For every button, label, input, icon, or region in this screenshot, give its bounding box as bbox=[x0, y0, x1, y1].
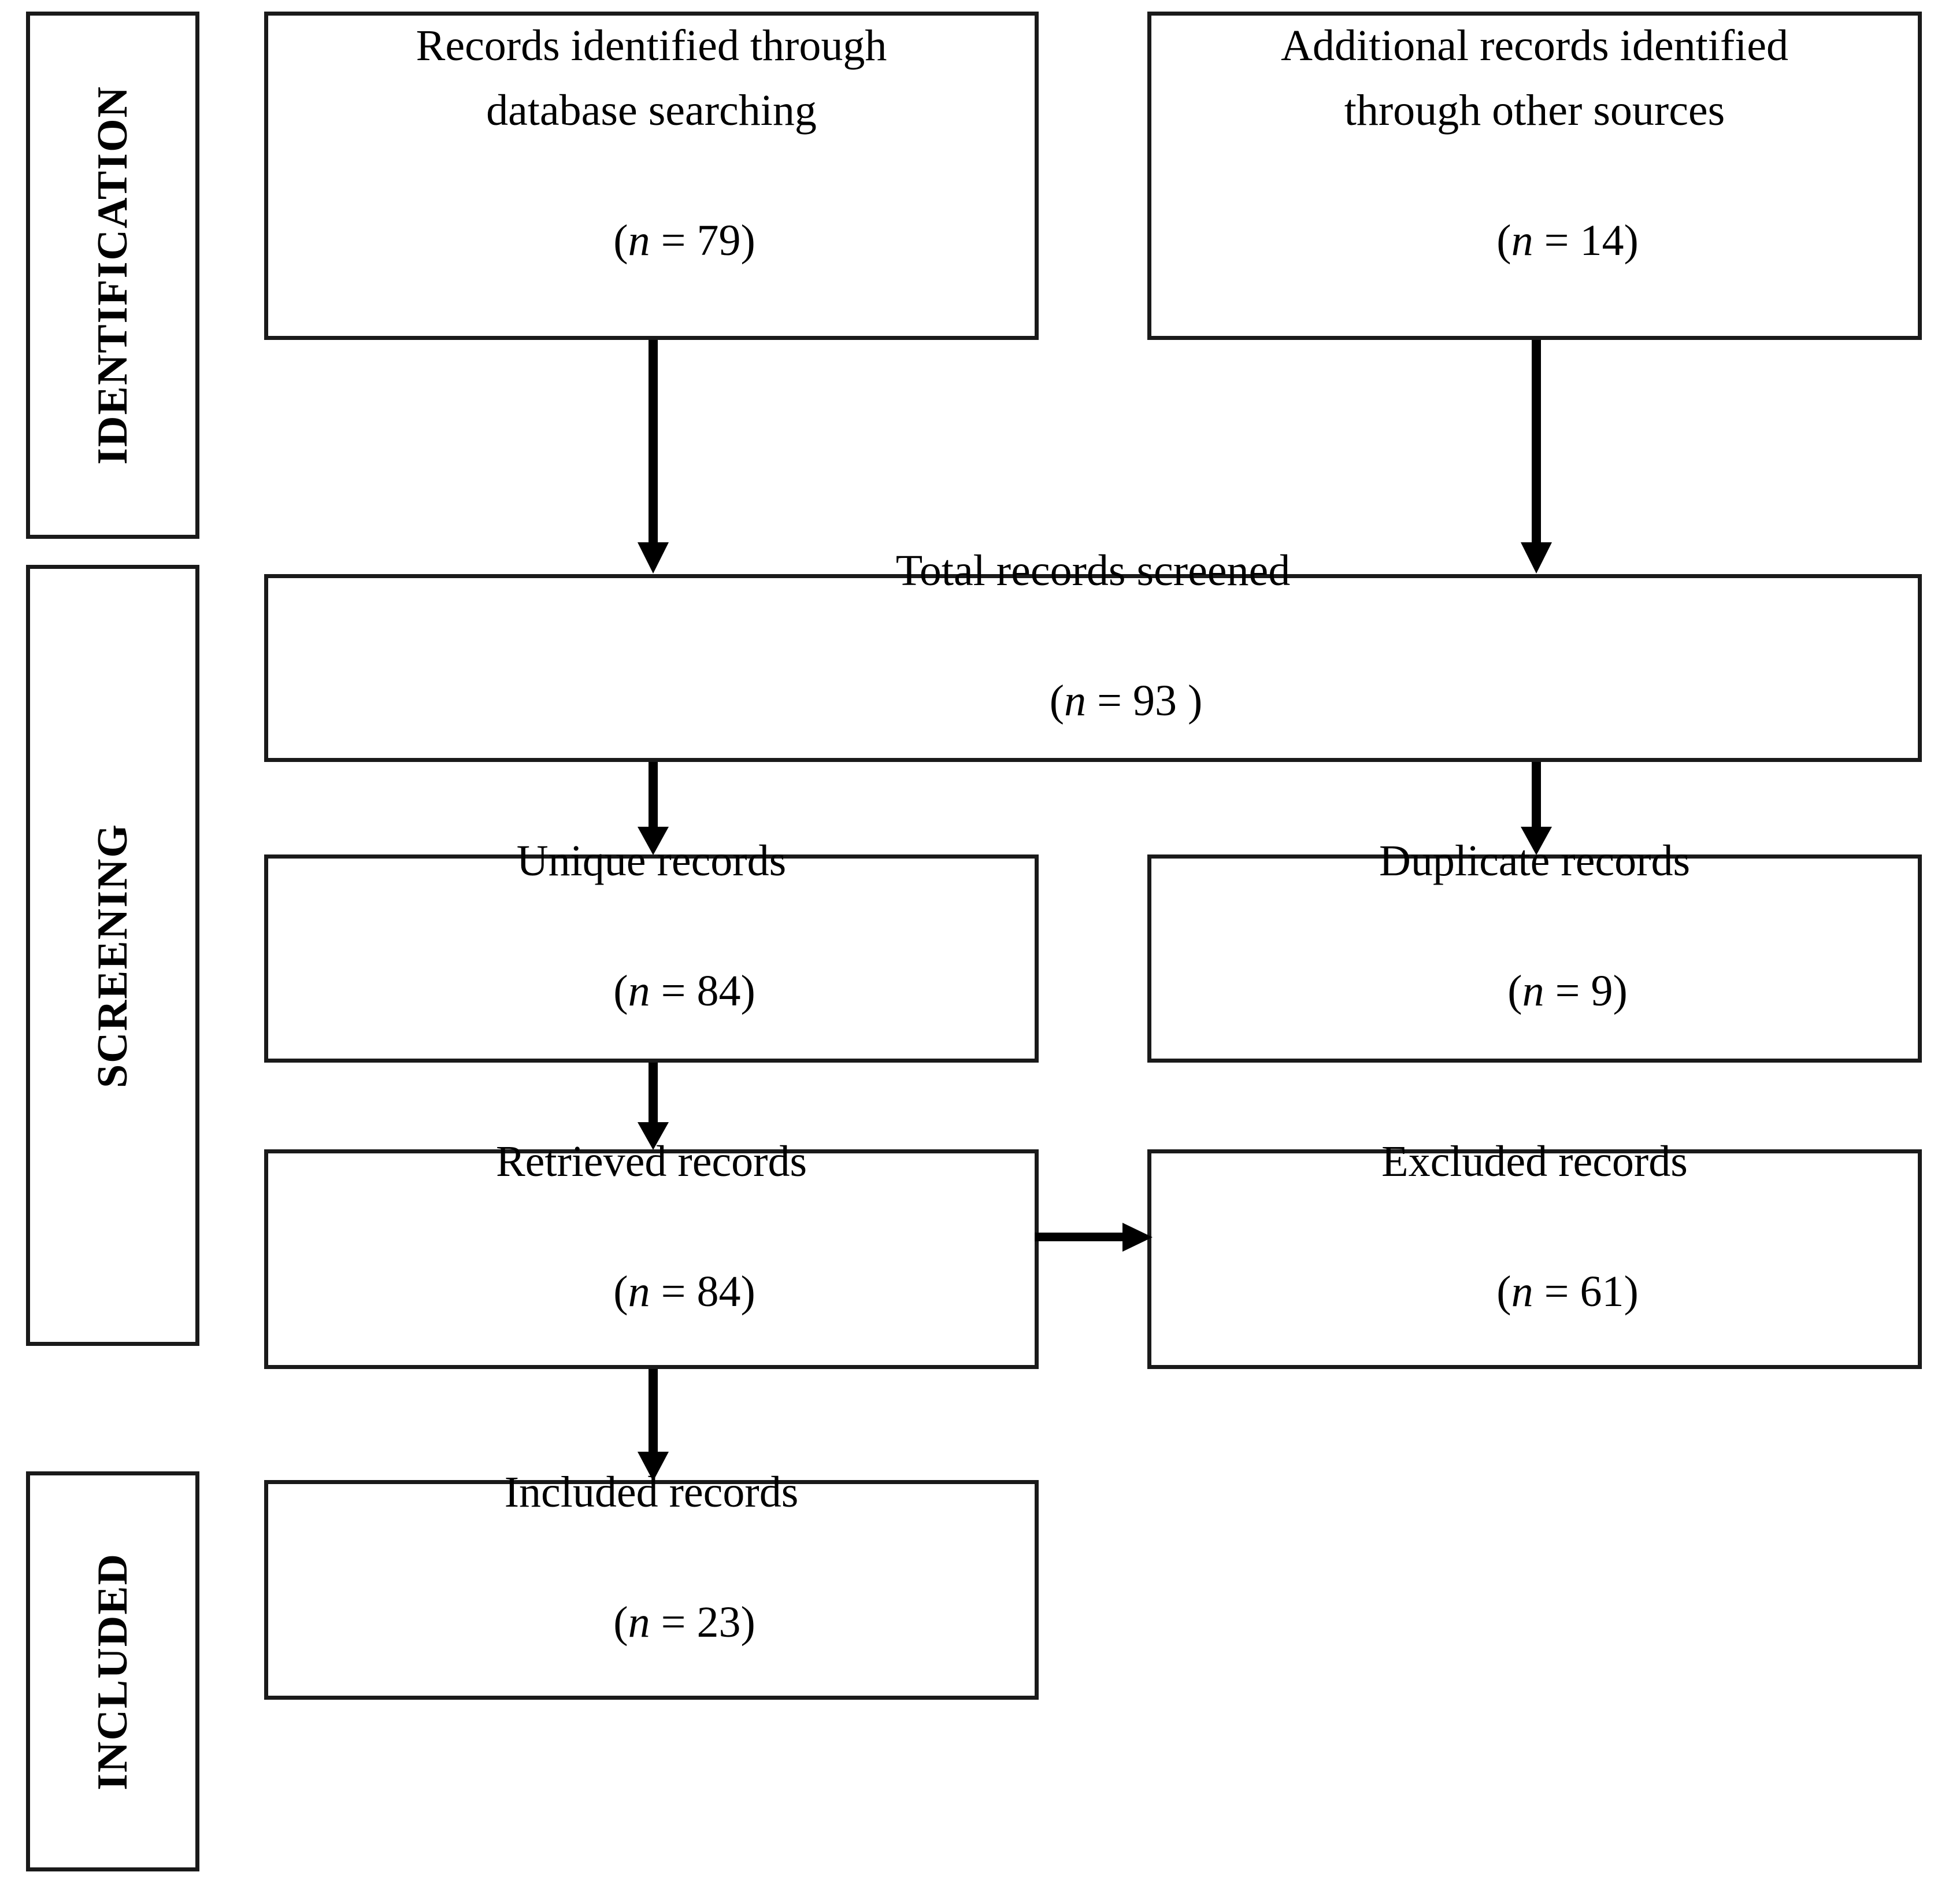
node-unique-records: Unique records (n = 84) bbox=[264, 837, 1039, 1063]
count-value: 14 bbox=[1580, 216, 1624, 265]
count-suffix: ) bbox=[1624, 1267, 1639, 1316]
count-operator: = bbox=[1086, 676, 1133, 725]
stage-band-included-label: INCLUDED bbox=[89, 1552, 136, 1790]
count-operator: = bbox=[650, 216, 697, 265]
node-count: (n = 9) bbox=[1442, 894, 1628, 1089]
count-symbol: n bbox=[628, 1267, 650, 1316]
count-value: 84 bbox=[696, 1267, 741, 1316]
node-total-records-screened: Total records screened (n = 93 ) bbox=[264, 546, 1922, 762]
count-symbol: n bbox=[1522, 967, 1544, 1015]
count-prefix: ( bbox=[1496, 1267, 1511, 1316]
count-prefix: ( bbox=[1049, 676, 1065, 725]
arrow-unique-to-retrieved bbox=[638, 1063, 669, 1150]
count-symbol: n bbox=[628, 216, 650, 265]
node-count: (n = 84) bbox=[547, 1194, 755, 1389]
count-prefix: ( bbox=[613, 1267, 628, 1316]
node-count: (n = 84) bbox=[547, 894, 755, 1089]
count-value: 9 bbox=[1591, 967, 1613, 1015]
count-value: 79 bbox=[696, 216, 741, 265]
arrow-total-to-duplicate bbox=[1521, 762, 1552, 855]
count-suffix: ) bbox=[1613, 967, 1628, 1015]
node-line: Total records screened bbox=[895, 546, 1291, 595]
node-line: Excluded records bbox=[1381, 1137, 1688, 1186]
count-operator: = bbox=[650, 1267, 697, 1316]
count-suffix: ) bbox=[740, 1267, 755, 1316]
count-symbol: n bbox=[628, 1598, 650, 1647]
node-line: through other sources bbox=[1344, 86, 1725, 135]
count-value: 23 bbox=[696, 1598, 741, 1647]
node-additional-records-other-sources: Additional records identified through ot… bbox=[1147, 12, 1922, 340]
count-symbol: n bbox=[1064, 676, 1087, 725]
count-suffix: ) bbox=[740, 967, 755, 1015]
node-count: (n = 79) bbox=[547, 143, 755, 338]
count-operator: = bbox=[1533, 1267, 1580, 1316]
node-count: (n = 93 ) bbox=[984, 603, 1203, 798]
count-suffix: ) bbox=[1176, 676, 1203, 725]
count-suffix: ) bbox=[740, 1598, 755, 1647]
count-symbol: n bbox=[628, 967, 650, 1015]
count-prefix: ( bbox=[613, 1598, 628, 1647]
stage-band-screening: SCREENING bbox=[26, 565, 199, 1346]
stage-band-included: INCLUDED bbox=[26, 1471, 199, 1871]
count-operator: = bbox=[650, 967, 697, 1015]
arrow-database-to-total bbox=[638, 340, 669, 574]
node-line: Included records bbox=[504, 1468, 799, 1517]
node-count: (n = 23) bbox=[547, 1525, 755, 1720]
node-records-identified-database: Records identified through database sear… bbox=[264, 12, 1039, 340]
count-operator: = bbox=[1544, 967, 1591, 1015]
node-duplicate-records: Duplicate records (n = 9) bbox=[1147, 837, 1922, 1063]
node-line: Duplicate records bbox=[1379, 837, 1691, 886]
node-line: database searching bbox=[486, 86, 817, 135]
node-excluded-records: Excluded records (n = 61) bbox=[1147, 1137, 1922, 1369]
node-line: Additional records identified bbox=[1281, 21, 1788, 70]
node-count: (n = 61) bbox=[1431, 1194, 1639, 1389]
node-included-records: Included records (n = 23) bbox=[264, 1468, 1039, 1700]
count-prefix: ( bbox=[1507, 967, 1522, 1015]
node-count: (n = 14) bbox=[1431, 143, 1639, 338]
arrow-total-to-unique bbox=[638, 762, 669, 855]
count-prefix: ( bbox=[613, 967, 628, 1015]
count-suffix: ) bbox=[740, 216, 755, 265]
node-line: Records identified through bbox=[416, 21, 887, 70]
stage-band-identification: IDENTIFICATION bbox=[26, 12, 199, 539]
count-operator: = bbox=[650, 1598, 697, 1647]
count-value: 84 bbox=[696, 967, 741, 1015]
arrow-retrieved-to-included bbox=[638, 1369, 669, 1481]
arrow-retrieved-to-excluded bbox=[1035, 1223, 1153, 1252]
node-line: Unique records bbox=[516, 837, 787, 886]
count-prefix: ( bbox=[1496, 216, 1511, 265]
count-prefix: ( bbox=[613, 216, 628, 265]
node-retrieved-records: Retrieved records (n = 84) bbox=[264, 1137, 1039, 1369]
count-suffix: ) bbox=[1624, 216, 1639, 265]
count-symbol: n bbox=[1511, 216, 1533, 265]
count-value: 93 bbox=[1132, 676, 1177, 725]
stage-band-identification-label: IDENTIFICATION bbox=[89, 86, 136, 465]
node-line: Retrieved records bbox=[495, 1137, 807, 1186]
arrow-other-sources-to-total bbox=[1521, 340, 1552, 574]
count-symbol: n bbox=[1511, 1267, 1533, 1316]
count-operator: = bbox=[1533, 216, 1580, 265]
stage-band-screening-label: SCREENING bbox=[89, 823, 136, 1088]
count-value: 61 bbox=[1580, 1267, 1624, 1316]
